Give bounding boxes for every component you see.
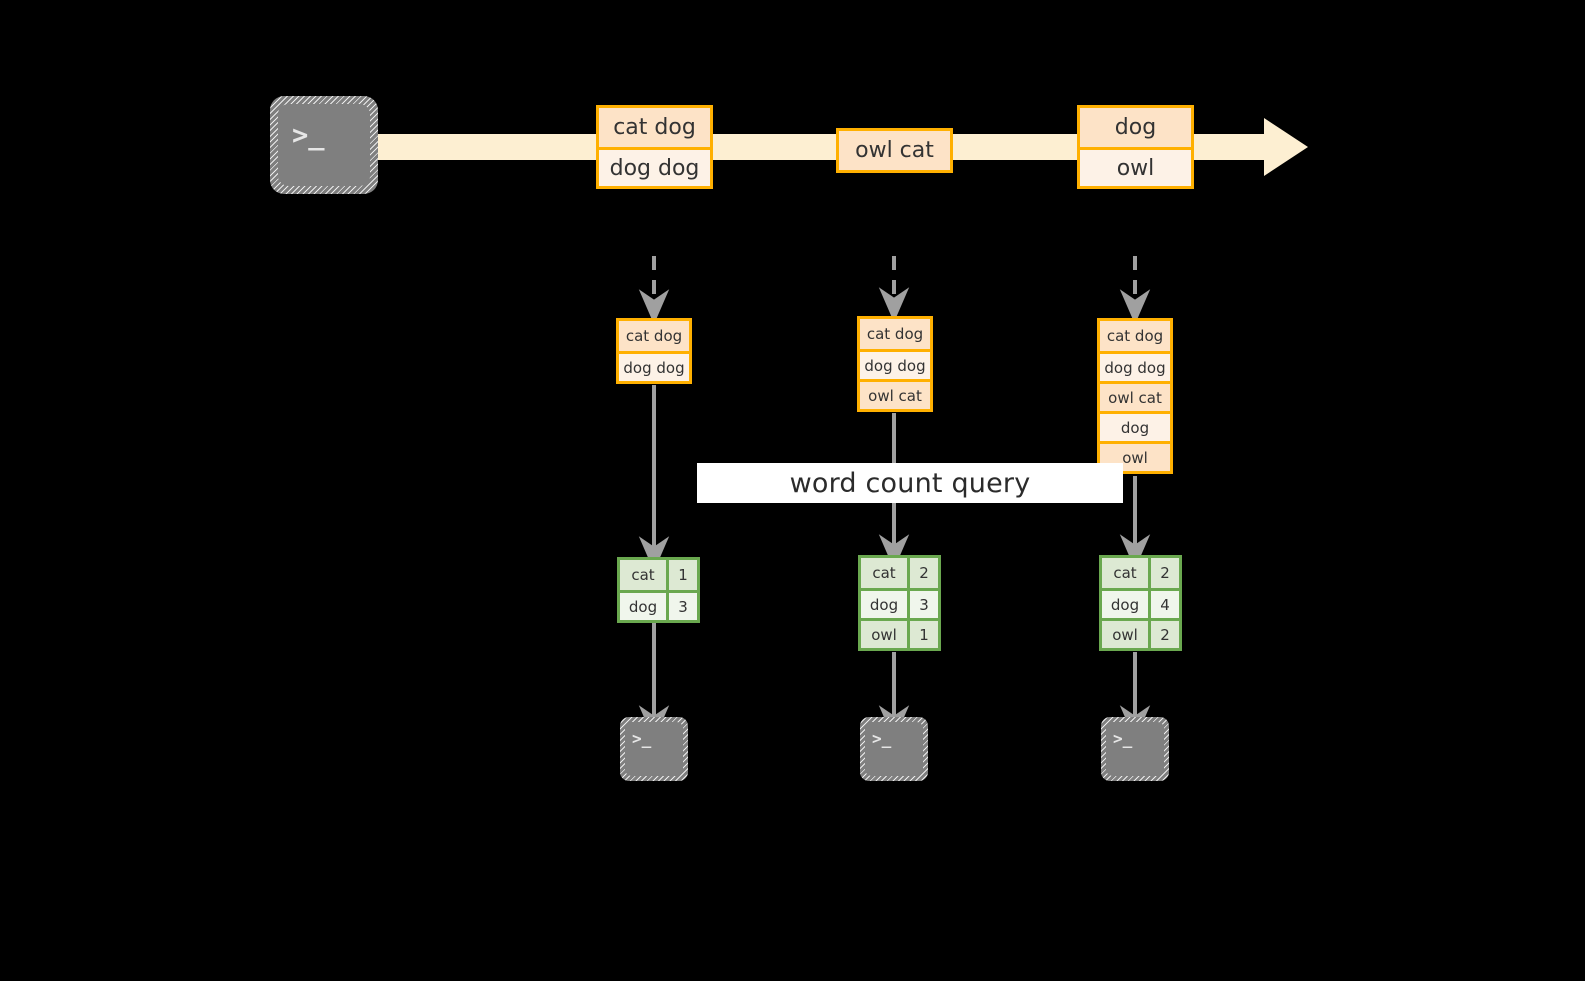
result-count: 1 bbox=[910, 621, 938, 648]
stream-event-2: owl cat bbox=[836, 128, 953, 173]
result-count: 3 bbox=[910, 591, 938, 618]
result-count: 2 bbox=[1151, 621, 1179, 648]
result-count: 3 bbox=[669, 593, 697, 620]
table-row: dog 3 bbox=[620, 590, 697, 620]
event-row: owl cat bbox=[1100, 381, 1170, 411]
result-word: cat bbox=[861, 558, 910, 588]
snapshot-2-result-table: cat 2 dog 3 owl 1 bbox=[858, 555, 941, 651]
stream-event-line: dog dog bbox=[599, 147, 710, 186]
result-word: cat bbox=[1102, 558, 1151, 588]
table-row: cat 2 bbox=[861, 558, 938, 588]
table-row: dog 4 bbox=[1102, 588, 1179, 618]
event-row: dog dog bbox=[860, 349, 930, 379]
stream-event-line: dog bbox=[1080, 108, 1191, 147]
result-word: owl bbox=[1102, 621, 1151, 648]
table-row: dog 3 bbox=[861, 588, 938, 618]
snapshot-3-result-table: cat 2 dog 4 owl 2 bbox=[1099, 555, 1182, 651]
snapshot-1-sink-terminal-icon: >_ bbox=[620, 717, 688, 781]
snapshot-3-sink-terminal-icon: >_ bbox=[1101, 717, 1169, 781]
table-row: cat 2 bbox=[1102, 558, 1179, 588]
result-count: 2 bbox=[1151, 558, 1179, 588]
source-terminal-icon: >_ bbox=[270, 96, 378, 194]
result-count: 1 bbox=[669, 560, 697, 590]
stream-event-line: cat dog bbox=[599, 108, 710, 147]
event-row: cat dog bbox=[619, 321, 689, 351]
table-row: owl 1 bbox=[861, 618, 938, 648]
snapshot-1-result-table: cat 1 dog 3 bbox=[617, 557, 700, 623]
result-word: dog bbox=[861, 591, 910, 618]
result-word: owl bbox=[861, 621, 910, 648]
query-label-band: word count query bbox=[697, 463, 1123, 503]
result-word: dog bbox=[620, 593, 669, 620]
query-label-text: word count query bbox=[789, 467, 1031, 499]
snapshot-3-event-stack: cat dog dog dog owl cat dog owl bbox=[1097, 318, 1173, 474]
stream-event-line: owl cat bbox=[839, 131, 950, 170]
event-row: dog dog bbox=[619, 351, 689, 381]
table-row: owl 2 bbox=[1102, 618, 1179, 648]
terminal-prompt-glyph: >_ bbox=[292, 120, 325, 151]
stream-event-line: owl bbox=[1080, 147, 1191, 186]
table-row: cat 1 bbox=[620, 560, 697, 590]
terminal-prompt-glyph: >_ bbox=[872, 729, 892, 748]
terminal-prompt-glyph: >_ bbox=[632, 729, 652, 748]
snapshot-1-event-stack: cat dog dog dog bbox=[616, 318, 692, 384]
event-row: dog dog bbox=[1100, 351, 1170, 381]
snapshot-2-sink-terminal-icon: >_ bbox=[860, 717, 928, 781]
snapshot-2-event-stack: cat dog dog dog owl cat bbox=[857, 316, 933, 412]
stream-event-1: cat dog dog dog bbox=[596, 105, 713, 189]
result-word: dog bbox=[1102, 591, 1151, 618]
event-row: dog bbox=[1100, 411, 1170, 441]
terminal-screen bbox=[278, 104, 370, 186]
stream-event-3: dog owl bbox=[1077, 105, 1194, 189]
result-word: cat bbox=[620, 560, 669, 590]
event-row: cat dog bbox=[1100, 321, 1170, 351]
event-row: owl cat bbox=[860, 379, 930, 409]
event-row: cat dog bbox=[860, 319, 930, 349]
result-count: 2 bbox=[910, 558, 938, 588]
result-count: 4 bbox=[1151, 591, 1179, 618]
terminal-prompt-glyph: >_ bbox=[1113, 729, 1133, 748]
